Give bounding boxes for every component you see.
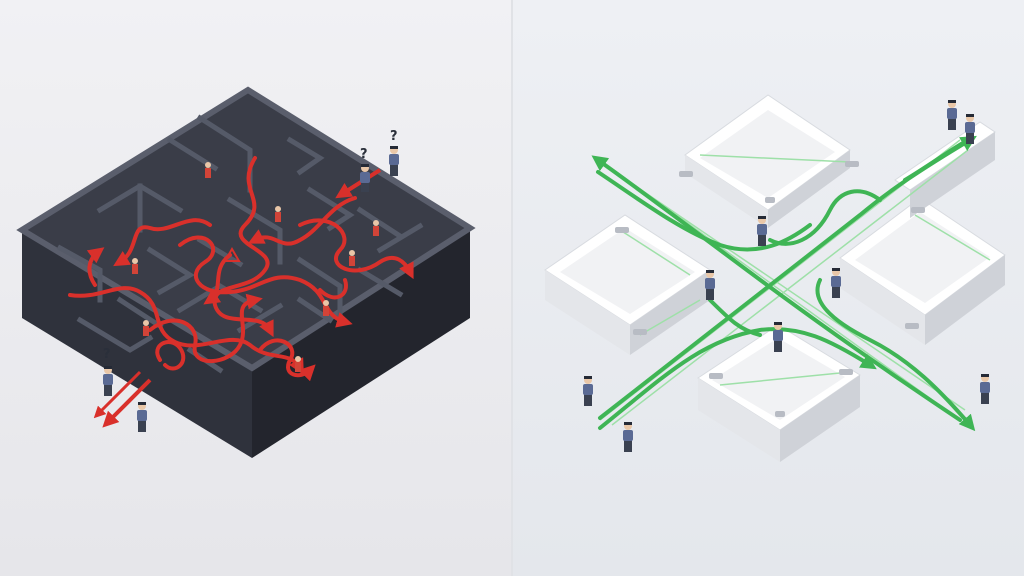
maze-illustration: ? ? ? [16,86,476,458]
guard [965,114,975,144]
warning-triangle [223,247,241,262]
question-mark: ? [360,147,368,162]
lost-people [132,162,379,372]
lost-person [295,356,301,372]
question-mark: ? [390,129,398,144]
guard [137,402,147,432]
white-blocks [544,94,1006,462]
camera-icon [709,373,723,379]
camera-icon [839,369,853,375]
camera-icon [633,329,647,335]
camera-icon [679,171,693,177]
maze-panel: ? ? ? [0,0,512,576]
camera-icon [615,227,629,233]
lost-person [205,162,211,178]
posted-guards [583,100,990,452]
camera-icon [911,207,925,213]
intersection-panel [512,0,1024,576]
camera-icon [765,197,775,203]
guard [623,422,633,452]
lost-person [349,250,355,266]
cameras [615,161,925,417]
panel-divider [511,0,513,576]
guard [103,366,113,396]
guard [773,322,783,352]
wall-top-right [894,121,996,218]
lost-person [323,300,329,316]
camera-icon [775,411,785,417]
block-right [839,197,1006,345]
clear-green-paths [591,135,977,432]
guard [757,216,767,246]
lost-person [132,258,138,274]
guard [947,100,957,130]
tangled-red-paths [68,156,414,382]
guard [980,374,990,404]
maze-walls [56,114,424,374]
guard [360,164,370,192]
confused-guards: ? ? ? [103,129,399,432]
lost-person [143,320,149,336]
guard [583,376,593,406]
guard [705,270,715,300]
lost-person [373,220,379,236]
intersection-illustration [544,94,1006,462]
question-mark: ? [103,347,111,362]
camera-icon [905,323,919,329]
guard [831,268,841,298]
guard [389,146,399,176]
block-top [684,94,851,228]
lost-person [275,206,281,222]
block-left [544,214,711,355]
camera-icon [845,161,859,167]
